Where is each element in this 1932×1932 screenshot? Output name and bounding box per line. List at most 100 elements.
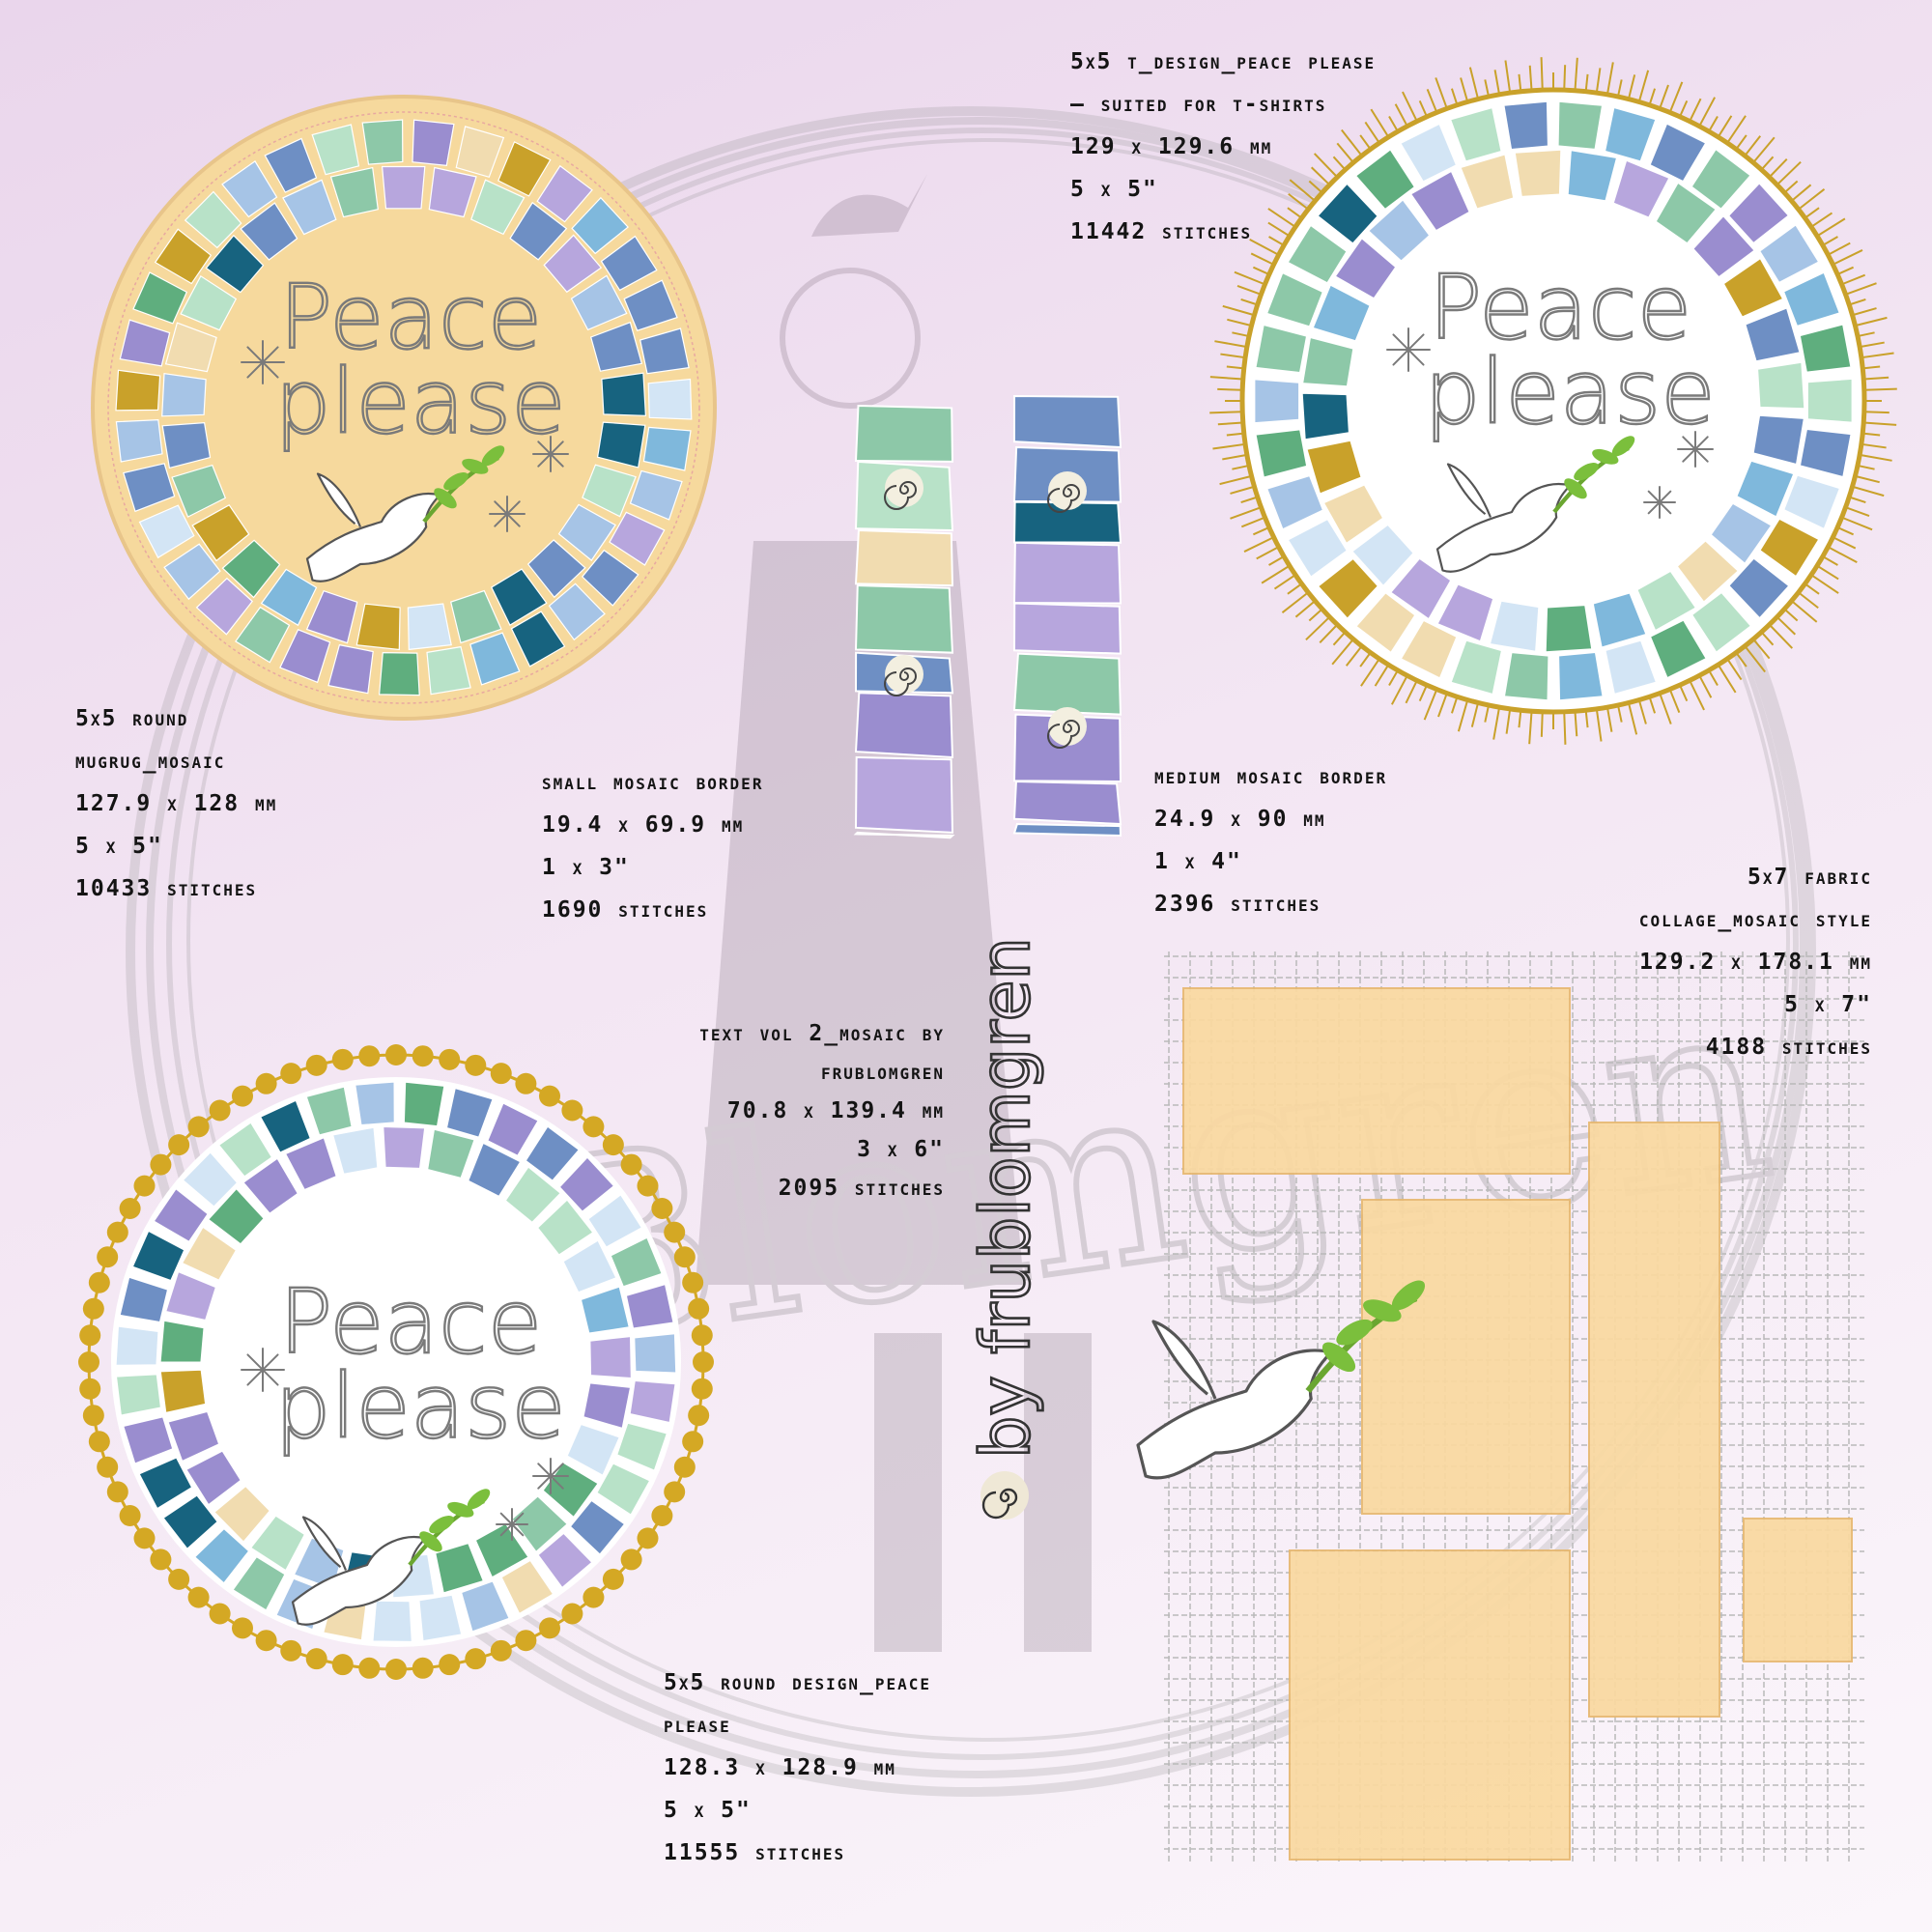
mosaic-tile (1752, 414, 1805, 466)
fringe-stitch (1252, 526, 1270, 536)
info-line: mugrug_mosaic (75, 749, 226, 774)
fringe-stitch (1217, 387, 1243, 391)
fringe-stitch (1219, 474, 1252, 486)
fringe-stitch (1287, 207, 1303, 219)
mosaic-tile (1782, 474, 1841, 530)
fringe-stitch (1574, 711, 1578, 737)
fringe-stitch (1234, 270, 1265, 286)
mosaic-tile (1756, 361, 1805, 410)
leaf-icon (434, 488, 457, 509)
mosaic-tile (525, 1125, 581, 1181)
info-line: text vol 2_mosaic by (699, 1021, 945, 1046)
fringe-stitch (1841, 516, 1873, 531)
medium-mosaic-border-design (1012, 394, 1122, 838)
bead (82, 1405, 104, 1427)
bead (664, 1221, 686, 1243)
leaf-icon (1592, 448, 1619, 465)
mosaic-tile (153, 1187, 209, 1243)
bead (385, 1044, 407, 1065)
sparkle-icon (537, 1463, 564, 1490)
bead (255, 1072, 277, 1094)
sparkle-icon (1647, 490, 1672, 515)
mosaic-tile (1806, 378, 1853, 423)
mosaic-tile (587, 1193, 643, 1248)
mosaic-tile (589, 1335, 633, 1379)
fringe-stitch (1267, 221, 1291, 238)
fringe-stitch (1668, 81, 1684, 113)
bead (682, 1431, 704, 1453)
fringe-stitch (1405, 679, 1418, 704)
mosaic-tile (205, 234, 265, 294)
border-tile (1012, 823, 1122, 838)
leaf-icon (1362, 1299, 1402, 1322)
bead (78, 1351, 99, 1373)
mosaic-tile (418, 1594, 463, 1642)
fringe-stitch (1332, 156, 1347, 171)
info-line: small mosaic border (542, 770, 764, 795)
bead (331, 1048, 354, 1070)
fringe-stitch (1240, 298, 1259, 306)
border-tile (853, 831, 955, 839)
border-tile (1012, 541, 1122, 605)
mosaic-tile (163, 543, 221, 601)
mosaic-tile (184, 190, 242, 249)
mosaic-tile (161, 421, 212, 469)
bead (168, 1568, 190, 1590)
mosaic-tile (426, 1128, 475, 1179)
fringe-stitch (1863, 376, 1889, 381)
fringe-stitch (1845, 282, 1877, 296)
fringe-stitch (1230, 485, 1255, 495)
fringe-stitch (1336, 142, 1354, 163)
mosaic-tile (625, 1283, 674, 1329)
bead (209, 1603, 231, 1625)
fringe-stitch (1394, 103, 1408, 128)
mosaic-tile (138, 504, 195, 559)
mosaic-tile (331, 1126, 379, 1176)
figure-leg (874, 1333, 942, 1652)
fringe-stitch (1388, 116, 1399, 132)
sparkle-icon (246, 1353, 279, 1386)
mosaic-tile (1449, 106, 1502, 162)
mosaic-tile (1354, 149, 1416, 211)
mosaic-tile (355, 603, 401, 651)
mosaic-tile (526, 539, 586, 599)
fringe-stitch (1230, 506, 1262, 520)
bead (331, 1654, 354, 1676)
info-line: 128.3 x 128.9 mm (664, 1755, 896, 1780)
mosaic-tile (562, 1239, 617, 1293)
figure-leg (1024, 1333, 1092, 1652)
mosaic-tile (1690, 591, 1752, 653)
fringe-stitch (1374, 664, 1390, 687)
mosaic-tile (123, 463, 176, 513)
mosaic-tile (1567, 149, 1618, 202)
info-line: 10433 stitches (75, 876, 258, 901)
mosaic-tile (1503, 100, 1549, 151)
fringe-stitch (1426, 88, 1438, 113)
mosaic-tile (1489, 600, 1540, 653)
mosaic-tile (407, 603, 452, 651)
mosaic-tile (1322, 484, 1384, 545)
mosaic-tile (511, 1495, 569, 1553)
leaf-icon (419, 1531, 442, 1552)
fringe-stitch (1852, 307, 1877, 317)
mosaic-tile (491, 568, 548, 626)
info-line: 5x5 round design_peace (664, 1670, 931, 1695)
mosaic-tile (435, 1542, 485, 1594)
mosaic-tile (381, 165, 426, 210)
mosaic-tile (1317, 557, 1379, 619)
bead (490, 1639, 512, 1662)
mosaic-tile (182, 1151, 239, 1208)
info-fabric-collage: 5x7 fabric collage_mosaic style 129.2 x … (1639, 856, 1872, 1068)
mosaic-tile (383, 1125, 426, 1170)
mosaic-tile (596, 421, 646, 469)
spiral-line (981, 1488, 1018, 1520)
bird-silhouette (811, 174, 927, 237)
fringe-stitch (1310, 166, 1331, 186)
mosaic-tile (329, 166, 379, 218)
mosaic-tile (1557, 100, 1604, 151)
mosaic-tile (1649, 619, 1707, 679)
mosaic-tile (138, 1457, 193, 1510)
dove-body (305, 472, 441, 582)
mosaic-tile (279, 629, 331, 684)
mosaic-tile (623, 279, 678, 331)
